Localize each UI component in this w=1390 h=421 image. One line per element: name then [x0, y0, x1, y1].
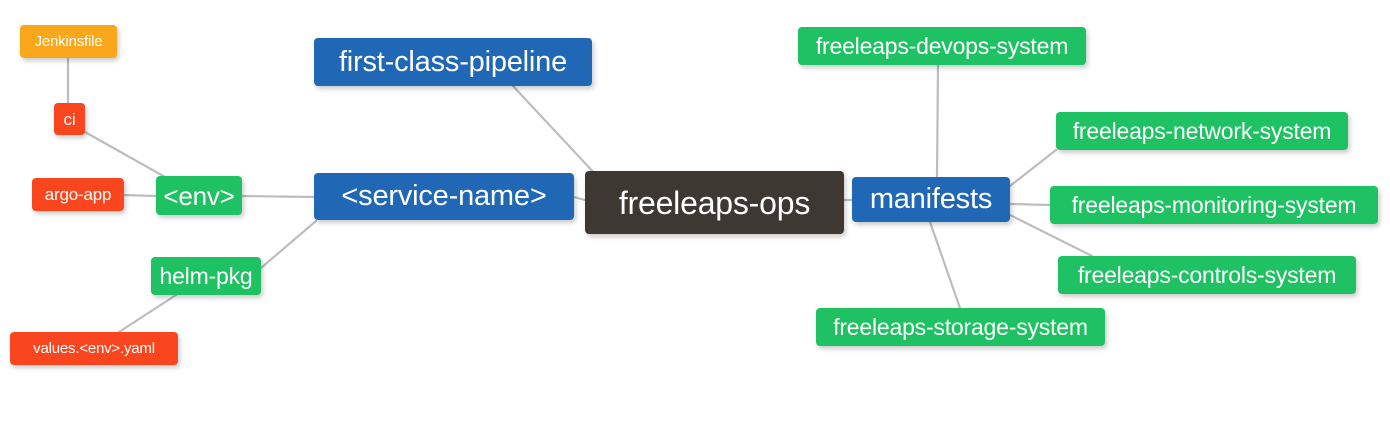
- node-label-jenkinsfile: Jenkinsfile: [34, 33, 103, 50]
- node-monitoring-system[interactable]: freeleaps-monitoring-system: [1050, 186, 1378, 224]
- edge-manifests-to-monitoring-system: [1008, 202, 1052, 207]
- node-values-yaml[interactable]: values.<env>.yaml: [10, 332, 178, 365]
- edge-env-to-argo-app: [122, 193, 158, 198]
- node-argo-app[interactable]: argo-app: [32, 178, 124, 211]
- node-label-service-name: <service-name>: [341, 180, 547, 212]
- node-devops-system[interactable]: freeleaps-devops-system: [798, 27, 1086, 65]
- edge-manifests-to-network-system: [1008, 148, 1058, 188]
- node-label-monitoring-system: freeleaps-monitoring-system: [1071, 191, 1357, 218]
- node-ci[interactable]: ci: [54, 103, 85, 135]
- node-label-network-system: freeleaps-network-system: [1072, 117, 1332, 144]
- node-network-system[interactable]: freeleaps-network-system: [1056, 112, 1348, 150]
- node-env[interactable]: <env>: [156, 176, 242, 215]
- node-freeleaps-ops[interactable]: freeleaps-ops: [585, 171, 844, 234]
- node-label-manifests: manifests: [869, 183, 993, 215]
- node-label-storage-system: freeleaps-storage-system: [833, 313, 1088, 340]
- node-helm-pkg[interactable]: helm-pkg: [151, 257, 261, 295]
- node-service-name[interactable]: <service-name>: [314, 173, 574, 220]
- node-label-controls-system: freeleaps-controls-system: [1077, 261, 1337, 288]
- edge-service-name-to-helm-pkg: [259, 219, 318, 270]
- edge-env-to-ci: [83, 130, 167, 179]
- edge-freeleaps-ops-to-service-name: [572, 195, 587, 202]
- node-jenkinsfile[interactable]: Jenkinsfile: [20, 25, 117, 58]
- node-label-ci: ci: [63, 109, 76, 129]
- node-storage-system[interactable]: freeleaps-storage-system: [816, 308, 1105, 346]
- node-label-values-yaml: values.<env>.yaml: [33, 340, 155, 357]
- edge-service-name-to-env: [240, 194, 316, 199]
- edge-helm-pkg-to-values-yaml: [117, 293, 178, 334]
- node-label-first-class-pipeline: first-class-pipeline: [338, 45, 568, 78]
- node-label-helm-pkg: helm-pkg: [159, 262, 253, 289]
- edge-manifests-to-storage-system: [928, 220, 962, 310]
- edge-freeleaps-ops-to-first-class-pipeline: [511, 84, 599, 178]
- node-label-argo-app: argo-app: [44, 185, 112, 204]
- node-label-freeleaps-ops: freeleaps-ops: [618, 184, 811, 221]
- edge-manifests-to-devops-system: [935, 63, 940, 179]
- node-label-devops-system: freeleaps-devops-system: [815, 32, 1069, 59]
- node-manifests[interactable]: manifests: [852, 177, 1010, 222]
- node-controls-system[interactable]: freeleaps-controls-system: [1058, 256, 1356, 294]
- node-first-class-pipeline[interactable]: first-class-pipeline: [314, 38, 592, 86]
- node-label-env: <env>: [163, 180, 235, 211]
